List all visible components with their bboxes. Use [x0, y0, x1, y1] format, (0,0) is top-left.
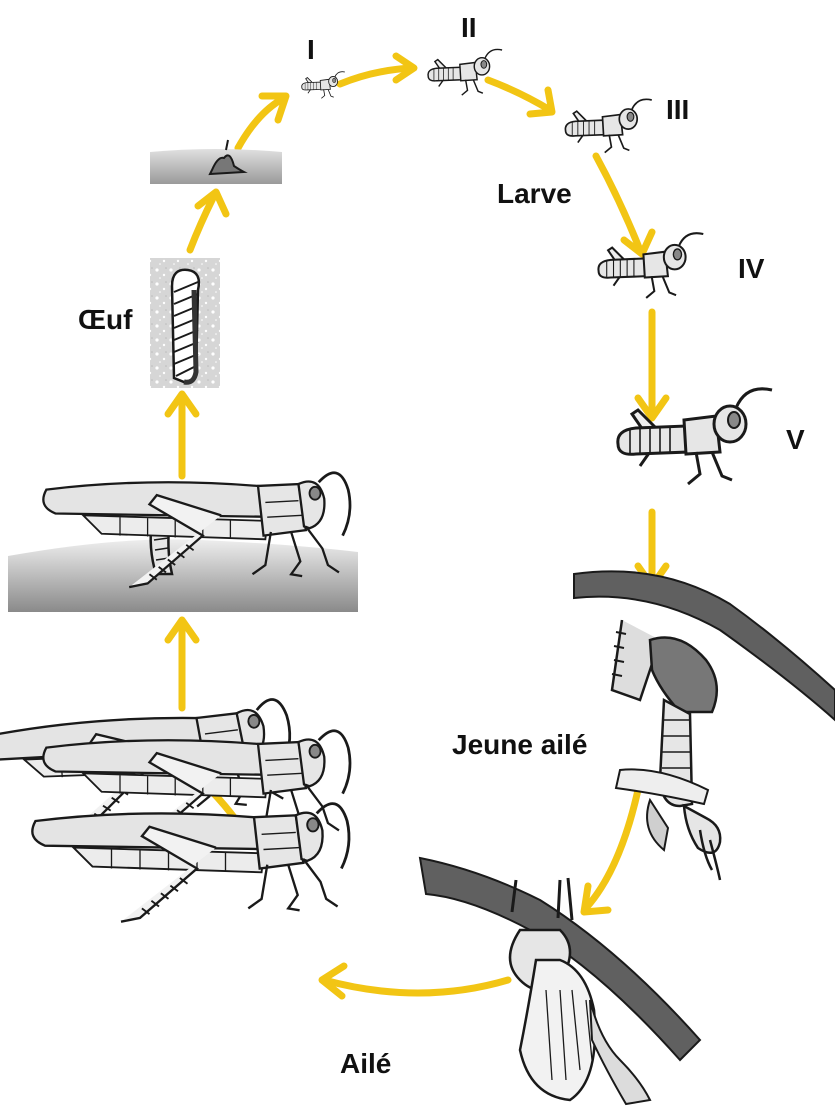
- young-winged-label: Jeune ailé: [452, 731, 587, 759]
- moult-branch-2: [420, 858, 700, 1104]
- stage-5-label: V: [786, 426, 805, 454]
- arrow-stage3-to-stage4: [596, 156, 640, 250]
- nymph-stage-2: [428, 49, 502, 95]
- stage-3-label: III: [666, 96, 689, 124]
- larva-label: Larve: [497, 180, 572, 208]
- stage-2-label: II: [461, 14, 477, 42]
- moult-branch-1: [574, 571, 835, 880]
- arrow-moult-to-adult: [324, 980, 508, 993]
- egg-pod: [150, 258, 220, 388]
- stage-1-label: I: [307, 36, 315, 64]
- stage-4-label: IV: [738, 255, 764, 283]
- winged-label: Ailé: [340, 1050, 391, 1078]
- hatching-ground: [150, 140, 282, 184]
- arrow-youngwinged-to-moult: [586, 790, 638, 908]
- winged-adult: [32, 804, 349, 922]
- arrow-stage2-to-stage3: [488, 80, 550, 110]
- nymph-stage-3: [565, 99, 651, 152]
- egg-label: Œuf: [78, 306, 132, 334]
- egg-laying-scene: [8, 473, 358, 612]
